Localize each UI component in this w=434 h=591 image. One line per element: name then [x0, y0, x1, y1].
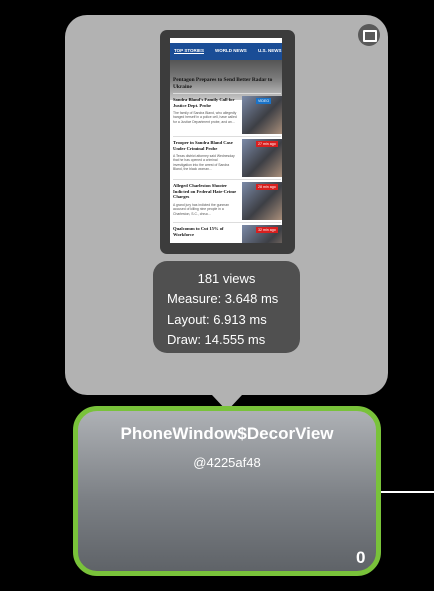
view-details-popup: TOP STORIES WORLD NEWS U.S. NEWS Pentago… — [65, 15, 388, 395]
performance-stats: 181 views Measure: 3.648 ms Layout: 6.91… — [153, 261, 300, 353]
preview-screen: TOP STORIES WORLD NEWS U.S. NEWS Pentago… — [170, 38, 282, 243]
preview-tab-world-news: WORLD NEWS — [215, 48, 247, 53]
node-index-count: 0 — [356, 548, 366, 567]
view-node-decorview[interactable]: PhoneWindow$DecorView @4225af48 0 — [73, 406, 381, 576]
article-badge: 28 min ago — [256, 184, 278, 190]
preview-article: Sandra Bland's Family Call for Justice D… — [173, 93, 282, 136]
article-summary: A grand jury has indicted the gunman acc… — [173, 203, 229, 216]
article-badge: 27 min ago — [256, 141, 278, 147]
view-preview-thumbnail[interactable]: TOP STORIES WORLD NEWS U.S. NEWS Pentago… — [160, 30, 295, 254]
node-hash-id: @4225af48 — [193, 455, 261, 470]
preview-tab-us-news: U.S. NEWS — [258, 48, 282, 53]
tree-connector-line — [381, 491, 434, 493]
article-badge: 32 min ago — [256, 227, 278, 233]
preview-tab-bar — [170, 43, 282, 60]
draw-time: Draw: 14.555 ms — [167, 332, 266, 347]
article-headline: Sandra Bland's Family Call for Justice D… — [173, 97, 235, 108]
node-class-name: PhoneWindow$DecorView — [120, 424, 334, 443]
preview-article: Qualcomm to Cut 15% of Workforce 32 min … — [173, 222, 282, 243]
article-headline: Qualcomm to Cut 15% of Workforce — [173, 226, 224, 237]
article-summary: The family of Sandra Bland, who allegedl… — [173, 111, 237, 124]
view-count: 181 views — [197, 271, 256, 286]
measure-time: Measure: 3.648 ms — [167, 291, 279, 306]
preview-tab-top-stories: TOP STORIES — [174, 48, 205, 54]
preview-hero-headline: Pentagon Prepares to Send Better Radar t… — [173, 77, 273, 90]
article-badge: VIDEO — [256, 98, 272, 104]
article-headline: Alleged Charleston Shooter Indicted on F… — [173, 183, 237, 200]
article-summary: A Texas district attorney said Wednesday… — [173, 154, 235, 171]
article-headline: Trooper in Sandra Bland Case Under Crimi… — [173, 140, 233, 151]
open-window-button[interactable] — [358, 24, 380, 46]
layout-time: Layout: 6.913 ms — [167, 312, 267, 327]
preview-article: Alleged Charleston Shooter Indicted on F… — [173, 179, 282, 222]
preview-article: Trooper in Sandra Bland Case Under Crimi… — [173, 136, 282, 179]
window-icon — [363, 30, 377, 42]
